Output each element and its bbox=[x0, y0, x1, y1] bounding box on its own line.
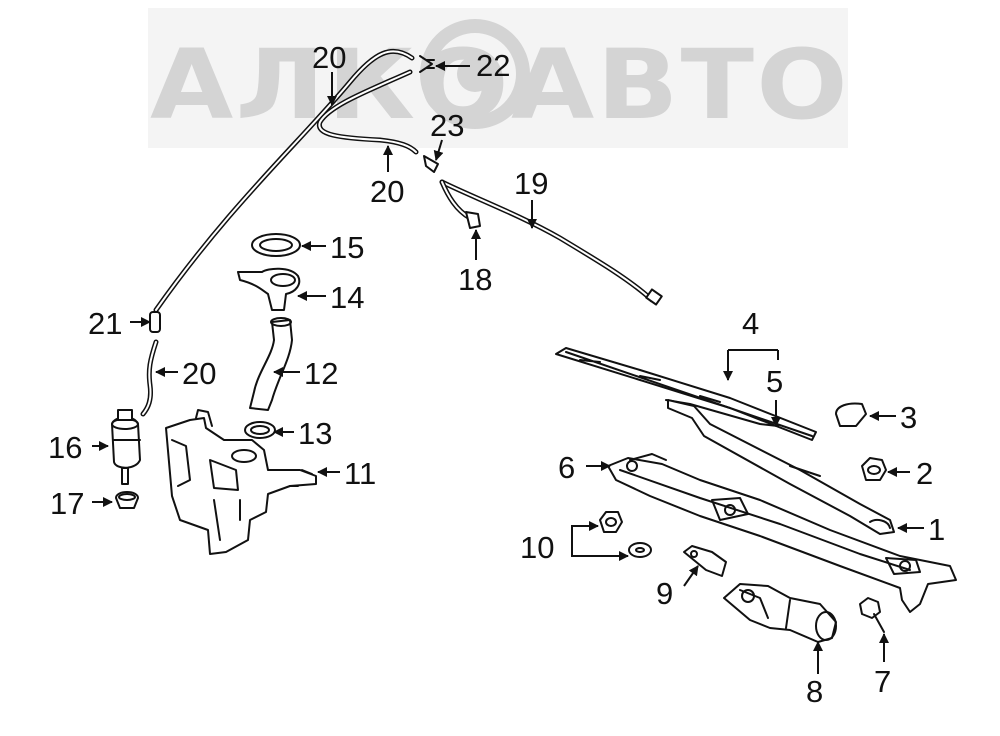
callout-11: 11 bbox=[344, 456, 376, 491]
callout-14: 14 bbox=[330, 280, 364, 315]
filler-grommet bbox=[244, 421, 276, 439]
callout-1: 1 bbox=[928, 512, 945, 547]
callout-6: 6 bbox=[558, 450, 575, 485]
callout-19: 19 bbox=[514, 166, 548, 201]
callout-20-top: 20 bbox=[312, 40, 346, 75]
motor-bolt bbox=[859, 597, 885, 633]
callout-2: 2 bbox=[916, 456, 933, 491]
callout-20-middle: 20 bbox=[370, 174, 404, 209]
hose-clip bbox=[465, 211, 481, 229]
callout-8: 8 bbox=[806, 674, 823, 709]
washer-pump bbox=[111, 409, 141, 485]
washer-hose-upper bbox=[316, 69, 419, 155]
callout-15: 15 bbox=[330, 230, 364, 265]
callout-5: 5 bbox=[766, 364, 783, 399]
hose-connector-y bbox=[419, 55, 435, 73]
watermark-text: АЛКОАВТО bbox=[150, 29, 850, 141]
arm-nut bbox=[861, 457, 887, 481]
callout-3: 3 bbox=[900, 400, 917, 435]
callout-13: 13 bbox=[298, 416, 332, 451]
reservoir-cap bbox=[237, 267, 301, 311]
filler-neck-seal bbox=[251, 233, 301, 257]
callout-22: 22 bbox=[476, 48, 510, 83]
leader-lines bbox=[92, 61, 924, 674]
callout-16: 16 bbox=[48, 430, 82, 465]
callout-9: 9 bbox=[656, 576, 673, 611]
motor-bracket bbox=[683, 545, 727, 577]
callout-7: 7 bbox=[874, 664, 891, 699]
linkage-nut bbox=[599, 511, 623, 533]
pump-grommet bbox=[115, 491, 139, 509]
washer-hose-long bbox=[153, 48, 415, 313]
washer-hose-nozzle bbox=[439, 179, 663, 306]
callout-20-lower: 20 bbox=[182, 356, 216, 391]
linkage-washer bbox=[628, 542, 652, 558]
callout-labels: 20 22 23 20 19 18 15 14 21 20 12 13 11 1… bbox=[48, 40, 945, 709]
hose-connector-t bbox=[423, 155, 439, 173]
watermark-logo: АЛКОАВТО bbox=[148, 8, 850, 148]
wiper-linkage bbox=[607, 453, 957, 613]
filler-tube bbox=[249, 317, 293, 411]
callout-4: 4 bbox=[742, 306, 759, 341]
arm-nut-cover bbox=[835, 402, 867, 427]
washer-hose-lower bbox=[140, 339, 159, 417]
callout-23: 23 bbox=[430, 108, 464, 143]
wiper-motor bbox=[723, 583, 837, 643]
callout-18: 18 bbox=[458, 262, 492, 297]
callout-10: 10 bbox=[520, 530, 554, 565]
callout-17: 17 bbox=[50, 486, 84, 521]
callout-12: 12 bbox=[304, 356, 338, 391]
hose-joint bbox=[149, 311, 161, 333]
wiper-arm bbox=[667, 399, 895, 535]
washer-reservoir bbox=[165, 409, 317, 555]
callout-21: 21 bbox=[88, 306, 122, 341]
